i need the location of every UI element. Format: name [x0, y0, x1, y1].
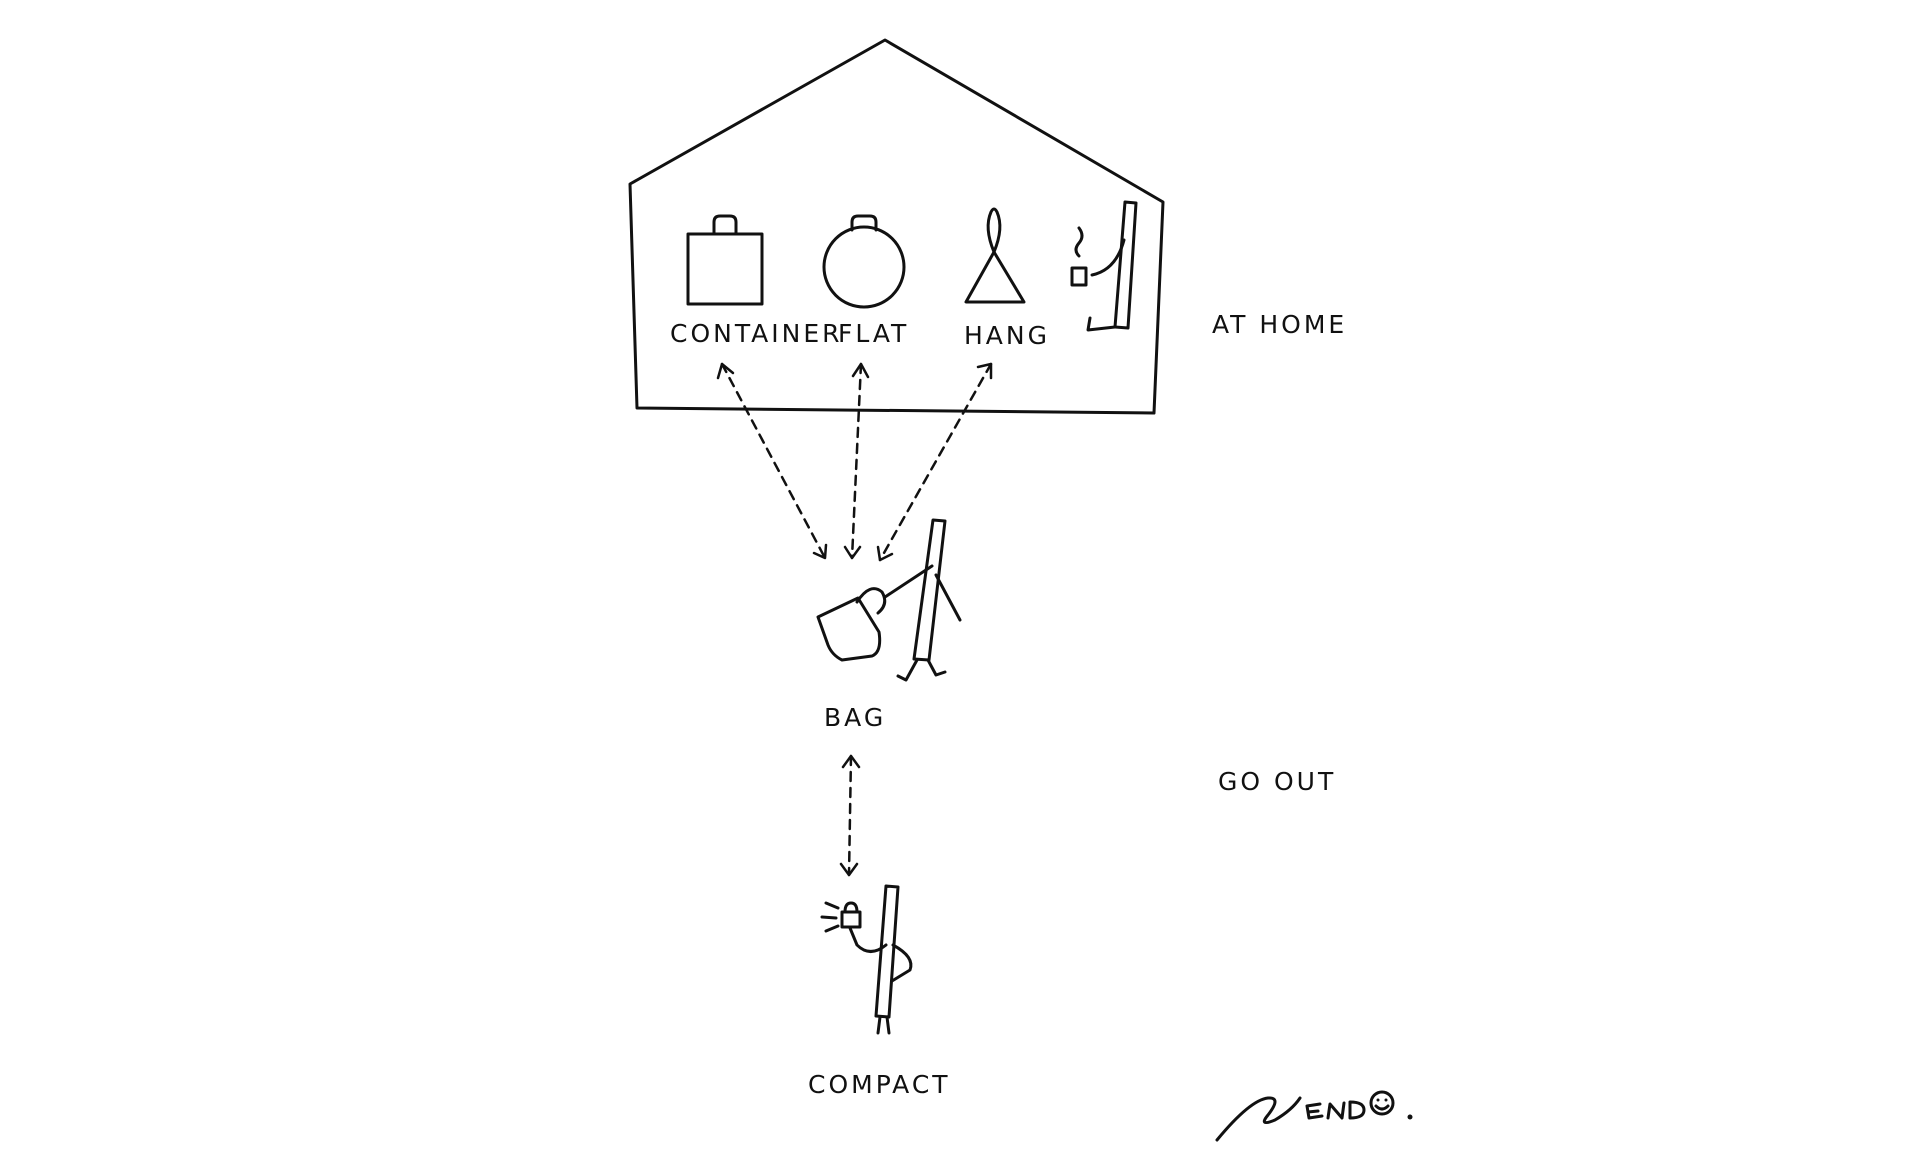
label-go-out: GO OUT — [1218, 767, 1336, 796]
arrow-hang-to-bag — [876, 362, 993, 562]
container-bag-icon — [686, 214, 764, 306]
label-flat: FLAT — [838, 319, 909, 348]
hang-bag-icon — [964, 207, 1026, 304]
label-compact: COMPACT — [808, 1070, 951, 1099]
arrow-flat-to-bag — [843, 362, 870, 560]
label-at-home: AT HOME — [1212, 310, 1347, 339]
label-container: CONTAINER — [670, 319, 843, 348]
label-hang: HANG — [964, 321, 1050, 350]
nendo-signature-logo — [1215, 1090, 1413, 1142]
label-bag: BAG — [824, 703, 886, 732]
arrow-container-to-bag — [716, 362, 828, 560]
figure-with-cup-icon — [1070, 200, 1138, 332]
house-outline — [628, 38, 1165, 415]
bag-figure-icon — [816, 518, 962, 682]
compact-figure-icon — [820, 884, 913, 1035]
flat-bag-icon — [822, 214, 906, 309]
arrow-bag-to-compact — [839, 754, 861, 877]
